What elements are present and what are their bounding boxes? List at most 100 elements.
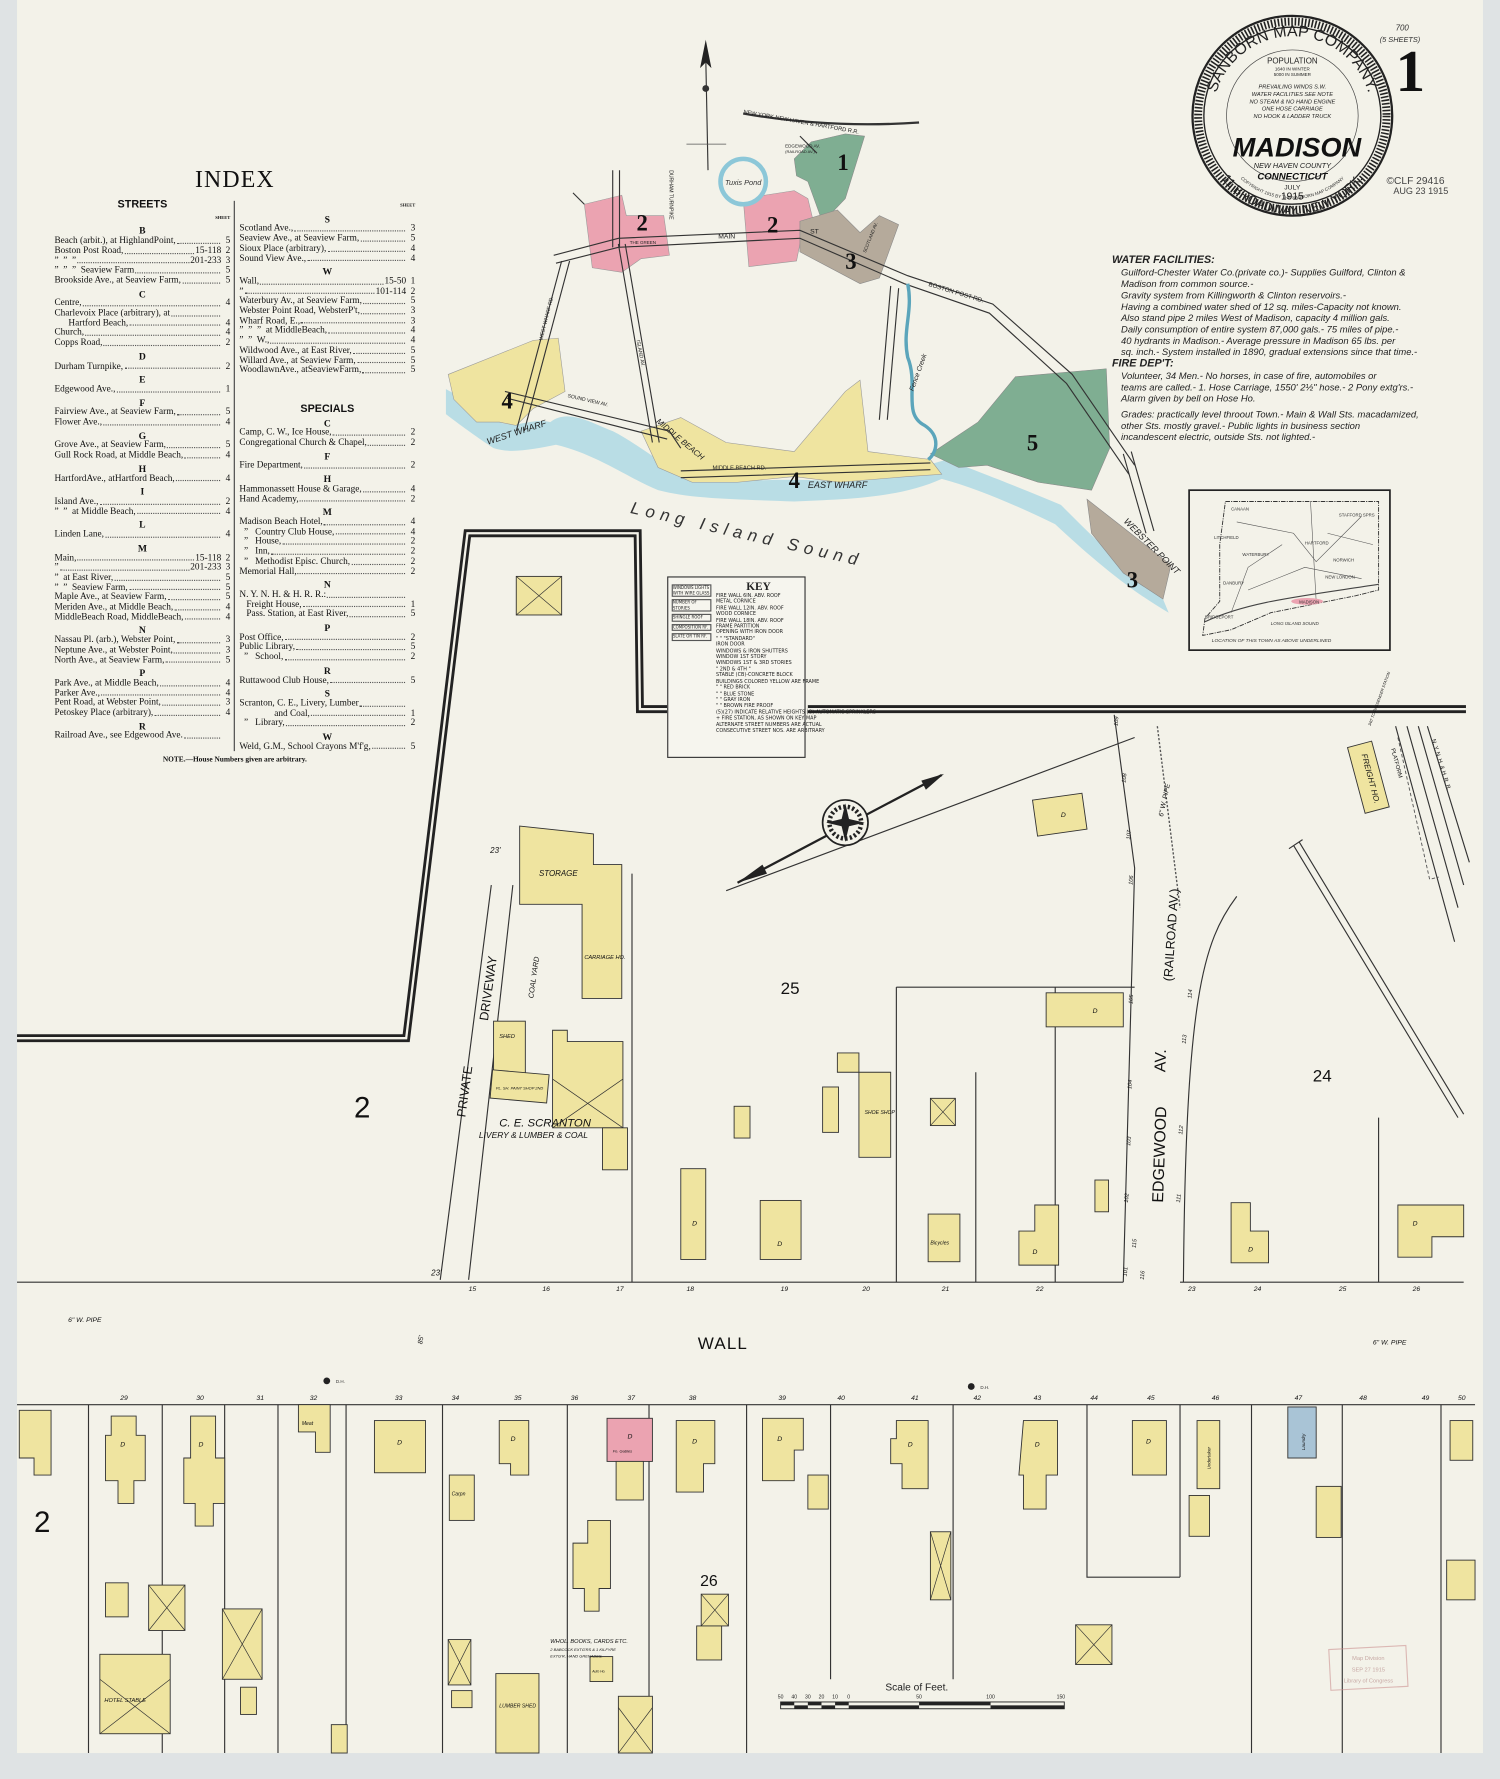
scale-tick-label: 30 <box>805 1695 811 1701</box>
shoe-shop-label: SHOE SHOP <box>865 1110 896 1116</box>
dot-leader <box>359 699 406 707</box>
entry-sheet: 2 <box>410 285 416 296</box>
notes-panel: WATER FACILITIES: Guilford-Chester Water… <box>1112 254 1481 442</box>
outbuilding-4 <box>696 1625 723 1661</box>
entry-sheet: 4 <box>225 416 231 427</box>
seal-note: PREVAILING WINDS S.W. <box>1259 85 1327 91</box>
dwelling <box>498 1420 530 1476</box>
entry-name: ” Country Club House, <box>239 526 335 537</box>
key-line: " " BLUE STONE <box>715 691 755 698</box>
entry-name: ” <box>54 561 59 573</box>
scale-tick-label: 20 <box>819 1695 825 1701</box>
dwelling <box>675 1420 716 1493</box>
east-wharf-label: EAST WHARF <box>808 480 868 490</box>
dot-leader <box>175 474 221 482</box>
svg-text:D: D <box>120 1442 125 1449</box>
key-line: WINDOWS 1ST & 3RD STORIES <box>715 660 792 667</box>
entry-name: Island Ave., <box>54 495 99 507</box>
entry-sheet: 2 <box>410 545 416 557</box>
inset-town-label: NORWICH <box>1333 558 1354 563</box>
index-letter: I <box>140 485 145 498</box>
dot-leader <box>285 719 406 727</box>
dwelling <box>1397 1204 1465 1258</box>
key-line: " " RED BRICK <box>715 685 751 692</box>
inset-town-label: CANAAN <box>1231 507 1249 512</box>
note-line: Madison from common source.- <box>1121 277 1254 290</box>
seal-note: NO STEAM & NO HAND ENGINE <box>1249 99 1335 105</box>
entry-sheet: 4 <box>225 472 231 483</box>
dot-leader <box>162 698 221 706</box>
outbuilding-5 <box>1446 1559 1476 1601</box>
lot-number: 26 <box>1412 1286 1421 1293</box>
dwelling <box>759 1199 802 1260</box>
entry-name: Brookside Ave., at Seaview Farm, <box>54 274 181 285</box>
dot-leader <box>182 276 221 284</box>
block-number: 2 <box>34 1506 50 1539</box>
svg-text:4: 4 <box>502 388 513 413</box>
scale-tick-label: 150 <box>1057 1695 1066 1701</box>
index-entry: Nassau Pl. (arb.), Webster Point,3 <box>54 635 230 646</box>
seal-note: ONE HOSE CARRIAGE <box>1262 107 1323 113</box>
dwelling <box>762 1417 804 1482</box>
street-number: 116 <box>1140 1270 1147 1280</box>
dot-leader <box>271 547 406 555</box>
seal-note: NO HOOK & LADDER TRUCK <box>1254 114 1332 120</box>
index-entry: Sound View Ave.,4 <box>239 253 415 264</box>
dwelling <box>1131 1420 1167 1476</box>
lot-number: 48 <box>1359 1395 1367 1402</box>
sheet-number: 1 <box>1396 38 1426 104</box>
scale-tick-label: 100 <box>986 1695 995 1701</box>
dwelling <box>890 1420 929 1490</box>
index-entry: Hartford Beach,4 <box>54 318 230 329</box>
lot-number: 39 <box>778 1395 786 1402</box>
index-letter: P <box>324 621 331 634</box>
entry-name: ” ” ” <box>54 254 77 265</box>
copyright-stamp-2: AUG 23 1915 <box>1393 186 1448 196</box>
index-entry: Post Office,2 <box>239 632 415 643</box>
streets-heading: STREETS <box>117 198 168 212</box>
entry-name: ” Library, <box>239 717 285 728</box>
entry-name: ” at East River, <box>54 571 114 582</box>
dot-leader <box>167 593 221 601</box>
index-letter: W <box>322 265 333 278</box>
entry-name: Pent Road, at Webster Point, <box>54 697 161 708</box>
index-entry: Centre,4 <box>54 298 230 309</box>
buildings <box>18 575 1476 1754</box>
svg-text:D: D <box>1035 1442 1040 1449</box>
index-entry: HartfordAve., atHartford Beach,4 <box>54 472 231 484</box>
hydrant-label: D.H. <box>980 1385 989 1390</box>
lot-number: 20 <box>861 1286 870 1293</box>
index-letter: B <box>139 225 146 237</box>
width-label: 23' <box>430 1268 442 1277</box>
dot-leader <box>82 299 221 307</box>
street-number: 101 <box>1123 1267 1130 1277</box>
lot-number: 37 <box>627 1395 635 1402</box>
index-entry: Copps Road,2 <box>54 337 230 348</box>
entry-sheet: 2 <box>225 552 231 563</box>
key-map: Tuxis Pond NEW YORK NEW HAVEN & HARTFORD… <box>445 39 1183 613</box>
island-av-label: ISLAND AV. <box>635 340 646 368</box>
entry-name: Neptune Ave., at Webster Point, <box>54 644 173 655</box>
entry-range: 15-118 <box>195 244 222 256</box>
index-entry: Church,4 <box>54 328 230 338</box>
entry-name: ” ” ” Seaview Farm <box>54 264 135 275</box>
books-extinguishers-label: 2 BABCOCK EXTG'RS & 1 KILFYRE <box>549 1647 616 1652</box>
books-label: WHOL. BOOKS, CARDS ETC. <box>550 1639 628 1645</box>
town-name: MADISON <box>1233 132 1363 163</box>
dot-leader <box>362 484 406 492</box>
lot-number: 24 <box>1253 1286 1262 1293</box>
entry-name: Boston Post Road, <box>54 244 124 256</box>
sheet-1-area <box>793 133 865 223</box>
index-entry: Weld, G.M., School Crayons M'f'g,5 <box>239 741 415 752</box>
entry-sheet: 4 <box>225 677 231 688</box>
key-symbol-label: SLATE OR TIN RF. <box>671 633 712 641</box>
index-entry: Madison Beach Hotel,4 <box>239 517 415 527</box>
index-letter: C <box>323 417 331 429</box>
hydrant-icons <box>323 1377 975 1390</box>
entry-name: Main, <box>54 552 77 563</box>
svg-text:4: 4 <box>789 468 800 493</box>
